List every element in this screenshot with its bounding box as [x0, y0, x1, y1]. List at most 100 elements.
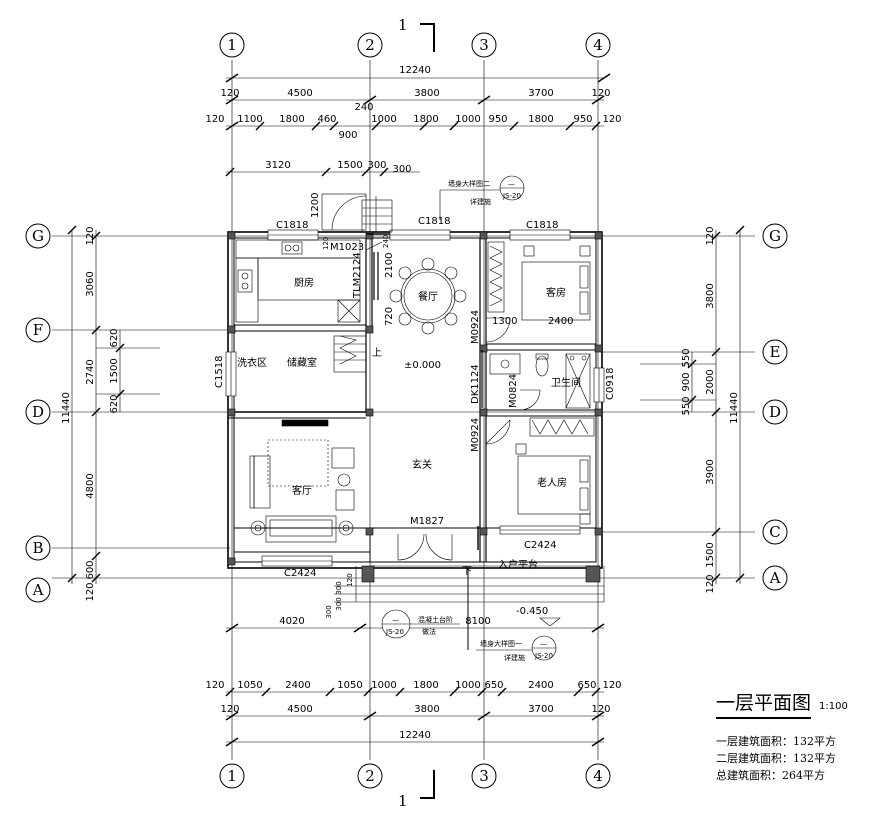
axis-col-2-top: 2 — [365, 36, 375, 54]
top-dimension-text: 12240 120 4500 3800 3700 120 120 1100 18… — [205, 65, 621, 175]
label-level-0: ±0.000 — [404, 360, 441, 371]
area-floor-2: 二层建筑面积：132平方 — [716, 752, 836, 765]
area-total: 总建筑面积：264平方 — [716, 769, 825, 782]
dim-top-1500: 1500 — [337, 160, 362, 171]
dim-top-300a: 300 — [367, 160, 386, 171]
dim-bottom-r2-4: 1000 — [371, 680, 396, 691]
label-c2424-b: C2424 — [524, 540, 556, 551]
label-m0824: M0824 — [508, 374, 519, 408]
dim-2400: 2400 — [548, 316, 573, 327]
step-dims: 300 300 300 120 — [325, 573, 354, 618]
guest-room-fixtures — [487, 241, 591, 321]
right-dimension-text: 120 3800 550 900 550 2000 3900 1500 120 … — [681, 226, 740, 593]
axis-row-a-left: A — [32, 581, 44, 599]
right-dimension-lines — [640, 225, 745, 584]
dim-top-r2-1: 1100 — [237, 114, 262, 125]
dim-left-7: 600 — [85, 560, 96, 579]
dim-bottom-r2-6: 1000 — [455, 680, 480, 691]
dim-right-5: 2000 — [705, 369, 716, 394]
dim-right-3: 900 — [681, 372, 692, 391]
entry-platform — [334, 565, 605, 650]
dim-left-0: 120 — [85, 226, 96, 245]
dim-bottom-8100: 8100 — [465, 616, 490, 627]
dim-bottom-total: 12240 — [399, 730, 431, 741]
dim-right-1: 3800 — [705, 283, 716, 308]
kitchen-fixtures — [235, 239, 361, 323]
dim-bottom-r2-7: 650 — [484, 680, 503, 691]
dim-top-r1-3: 3700 — [528, 88, 553, 99]
dim-top-r2-5: 1800 — [413, 114, 438, 125]
label-wall-detail-1: 墙身大样图一 — [480, 639, 522, 648]
label-c0918: C0918 — [605, 368, 616, 400]
callout-dash-a: — — [508, 180, 515, 188]
dim-bottom-r1-2: 3800 — [414, 704, 439, 715]
dim-bottom-r2-3: 1050 — [337, 680, 362, 691]
axis-col-1-top: 1 — [227, 36, 237, 54]
label-down: 下 — [462, 566, 472, 577]
callout-js20-b: JS-20 — [385, 628, 404, 636]
room-laundry: 洗衣区 — [237, 356, 267, 369]
dim-bottom-r2-9: 650 — [577, 680, 596, 691]
room-labels: 厨房 餐厅 客房 洗衣区 储藏室 卫生间 客厅 玄关 老人房 入户平台 — [237, 276, 581, 571]
dim-top-900: 900 — [338, 130, 357, 141]
bottom-dimension-text: 4020 8100 120 1050 2400 1050 1000 1800 1… — [205, 616, 621, 741]
axis-col-1-bottom: 1 — [227, 767, 237, 785]
room-guest: 客房 — [546, 286, 566, 299]
dim-bottom-r2-2: 2400 — [285, 680, 310, 691]
dim-240-small: 240 — [382, 235, 390, 248]
room-bathroom: 卫生间 — [551, 376, 581, 389]
dim-1300: 1300 — [492, 316, 517, 327]
dim-left-6: 4800 — [85, 473, 96, 498]
dim-step-300a: 300 — [335, 581, 343, 594]
room-foyer: 玄关 — [412, 458, 432, 471]
axis-row-d-right: D — [769, 403, 781, 421]
living-room-fixtures — [249, 419, 355, 543]
label-up: 上 — [372, 347, 382, 359]
dim-top-r2-4: 1000 — [371, 114, 396, 125]
callout-js20-c: JS-20 — [534, 652, 553, 660]
dim-bottom-r1-3: 3700 — [528, 704, 553, 715]
axis-col-3-top: 3 — [479, 36, 489, 54]
axis-row-d-left: D — [32, 403, 44, 421]
dim-top-r2-7: 950 — [488, 114, 507, 125]
label-c1818-a: C1818 — [276, 220, 308, 231]
axis-col-4-bottom: 4 — [593, 767, 603, 785]
dim-right-0: 120 — [705, 226, 716, 245]
dim-bottom-r2-1: 1050 — [237, 680, 262, 691]
axis-bubbles — [25, 32, 788, 789]
dim-top-r1-4: 120 — [591, 88, 610, 99]
dim-bottom-4020: 4020 — [279, 616, 304, 627]
dim-left-4: 1500 — [109, 358, 120, 383]
axis-col-2-bottom: 2 — [365, 767, 375, 785]
label-c1518: C1518 — [214, 356, 225, 388]
room-living: 客厅 — [292, 484, 312, 497]
label-see-arch-b: 详建施 — [504, 653, 525, 662]
dim-bottom-r2-0: 120 — [205, 680, 224, 691]
dim-right-2: 550 — [681, 348, 692, 367]
dim-top-r2-0: 120 — [205, 114, 224, 125]
area-floor-1: 一层建筑面积：132平方 — [716, 735, 836, 748]
dim-step-300b: 300 — [335, 597, 343, 610]
left-dimension-text: 11440 120 3060 620 2740 1500 620 4800 60… — [61, 226, 120, 601]
dim-top-r2-8: 1800 — [528, 114, 553, 125]
dim-left-2: 620 — [109, 328, 120, 347]
dim-bottom-r2-5: 1800 — [413, 680, 438, 691]
dim-top-r2-9: 950 — [573, 114, 592, 125]
axis-col-3-bottom: 3 — [479, 767, 489, 785]
dim-top-300b: 300 — [392, 164, 411, 175]
label-c1818-c: C1818 — [526, 220, 558, 231]
axis-col-4-top: 4 — [593, 36, 603, 54]
room-storage: 储藏室 — [287, 356, 317, 369]
axis-row-g-right: G — [769, 227, 781, 245]
detail-callouts — [381, 175, 557, 661]
dim-1200: 1200 — [310, 193, 321, 218]
drawing-title: 一层平面图 — [716, 688, 812, 719]
dim-top-r2-6: 1000 — [455, 114, 480, 125]
label-practice: 做法 — [422, 627, 436, 636]
dim-left-total: 11440 — [61, 392, 72, 424]
dim-bottom-r1-1: 4500 — [287, 704, 312, 715]
opening-labels: C1818 C1818 C1818 M1023 TLM2124 C1518 M0… — [214, 179, 616, 662]
callout-js20-a: JS-20 — [502, 192, 521, 200]
section-mark-top: 1 — [398, 16, 408, 34]
